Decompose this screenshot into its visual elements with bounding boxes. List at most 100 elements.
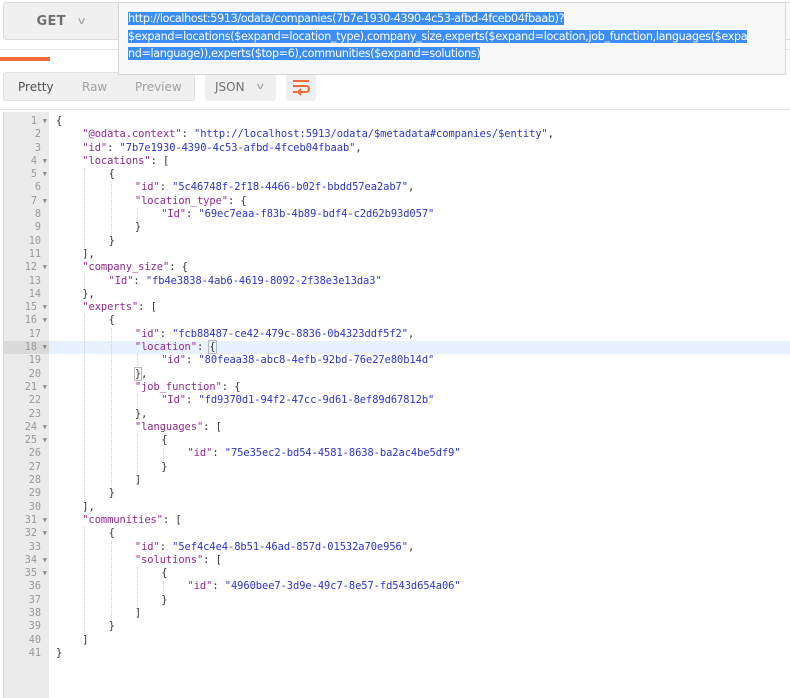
code-text: "Id": "fd9370d1-94f2-47cc-9d61-8ef89d678… (161, 394, 434, 407)
json-string: "75e35ec2-bd54-4581-8638-ba2ac4be5df9" (224, 447, 461, 460)
fold-toggle-icon[interactable]: ▼ (42, 156, 47, 165)
code-line[interactable]: 32▼{ (4, 527, 790, 540)
json-punctuation: , (407, 327, 415, 340)
code-line[interactable]: 41} (4, 647, 790, 660)
code-line[interactable]: 12▼"company_size": { (4, 261, 790, 274)
code-line[interactable]: 11], (4, 248, 790, 261)
tab-preview[interactable]: Preview (135, 79, 182, 94)
line-number: 5▼ (30, 169, 47, 181)
code-line[interactable]: 24▼"languages": [ (4, 421, 790, 434)
json-punctuation: , (407, 181, 415, 194)
fold-toggle-icon[interactable]: ▼ (42, 263, 47, 272)
code-line[interactable]: 10} (4, 235, 790, 248)
code-text: { (109, 314, 115, 327)
code-line[interactable]: 39} (4, 620, 790, 633)
code-text: "company_size": { (82, 261, 188, 274)
line-number: 3 (34, 142, 41, 154)
fold-toggle-icon[interactable]: ▼ (42, 422, 47, 431)
json-punctuation: : (196, 341, 210, 354)
json-key: "id" (134, 181, 160, 194)
fold-toggle-icon[interactable]: ▼ (42, 382, 47, 391)
response-body-editor[interactable]: 1▼{2"@odata.context": "http://localhost:… (3, 112, 790, 698)
code-line[interactable]: 1▼{ (4, 115, 790, 128)
format-select[interactable]: JSON ∨ (205, 72, 276, 101)
fold-toggle-icon[interactable]: ▼ (42, 316, 47, 325)
code-line[interactable]: 29} (4, 487, 790, 500)
code-line[interactable]: 9} (4, 221, 790, 234)
fold-toggle-icon[interactable]: ▼ (42, 515, 47, 524)
line-number: 7▼ (30, 195, 47, 207)
code-line[interactable]: 13"Id": "fb4e3838-4ab6-4619-8092-2f38e3e… (4, 275, 790, 288)
indent-guide (136, 208, 138, 222)
code-line[interactable]: 6"id": "5c46748f-2f18-4466-b02f-bbdd57ea… (4, 181, 790, 194)
fold-toggle-icon[interactable]: ▼ (42, 117, 47, 125)
json-key: "communities" (82, 513, 163, 526)
code-text: } (109, 620, 115, 633)
fold-toggle-icon[interactable]: ▼ (42, 529, 47, 538)
code-line[interactable]: 31▼"communities": [ (4, 514, 790, 527)
code-line[interactable]: 15▼"experts": [ (4, 301, 790, 314)
json-punctuation: , (141, 367, 148, 380)
code-line[interactable]: 8"Id": "69ec7eaa-f83b-4b89-bdf4-c2d62b93… (4, 208, 790, 221)
code-line[interactable]: 35▼{ (4, 567, 790, 580)
tab-pretty[interactable]: Pretty (18, 79, 54, 94)
code-line[interactable]: 37} (4, 594, 790, 607)
code-line[interactable]: 2"@odata.context": "http://localhost:591… (4, 128, 790, 141)
code-text: { (56, 115, 62, 128)
code-line[interactable]: 5▼{ (4, 168, 790, 181)
code-line[interactable]: 28] (4, 474, 790, 487)
code-line[interactable]: 30], (4, 501, 790, 514)
wrap-lines-button[interactable] (286, 72, 316, 101)
code-line[interactable]: 19"id": "80feaa38-abc8-4efb-92bd-76e27e8… (4, 354, 790, 367)
code-text: } (135, 221, 141, 234)
code-line[interactable]: 26"id": "75e35ec2-bd54-4581-8638-ba2ac4b… (4, 447, 790, 460)
indent-guide (84, 168, 86, 248)
line-number: 19 (28, 355, 41, 367)
code-line[interactable]: 3"id": "7b7e1930-4390-4c53-afbd-4fceb04f… (4, 142, 790, 155)
code-text: "id": "75e35ec2-bd54-4581-8638-ba2ac4be5… (188, 447, 461, 460)
code-line[interactable]: 7▼ "location_type": { (4, 195, 790, 208)
url-text[interactable]: http://localhost:5913/odata/companies(7b… (128, 10, 777, 63)
json-key: "id" (187, 447, 213, 460)
line-number: 37 (28, 594, 41, 606)
json-punctuation: : (186, 394, 199, 407)
json-string: "fcb88487-ce42-479c-8836-0b4323ddf5f2" (172, 327, 408, 340)
fold-toggle-icon[interactable]: ▼ (42, 170, 47, 179)
code-line[interactable]: 18▼"location": { (4, 340, 790, 355)
code-line[interactable]: 4▼"locations": [ (4, 155, 790, 168)
fold-toggle-icon[interactable]: ▼ (42, 303, 47, 312)
code-line[interactable]: 33"id": "5ef4c4e4-8b51-46ad-857d-01532a7… (4, 541, 790, 554)
indent-guide (163, 580, 165, 594)
code-line[interactable]: 36"id": "4960bee7-3d9e-49c7-8e57-fd543d6… (4, 580, 790, 593)
json-string: "4960bee7-3d9e-49c7-8e57-fd543d654a06" (224, 580, 461, 593)
code-line[interactable]: 22"Id": "fd9370d1-94f2-47cc-9d61-8ef89d6… (4, 394, 790, 407)
json-punctuation: : [ (162, 513, 182, 526)
code-line[interactable]: 38] (4, 607, 790, 620)
code-line[interactable]: 17"id": "fcb88487-ce42-479c-8836-0b4323d… (4, 328, 790, 341)
code-line[interactable]: 25▼{ (4, 434, 790, 447)
fold-toggle-icon[interactable]: ▼ (42, 196, 47, 205)
code-line[interactable]: 23}, (4, 408, 790, 421)
code-line[interactable]: 16▼{ (4, 314, 790, 327)
code-line[interactable]: 21▼"job_function": { (4, 381, 790, 394)
line-number: 10 (28, 235, 41, 247)
url-expanded-input[interactable]: http://localhost:5913/odata/companies(7b… (118, 2, 786, 75)
tab-raw[interactable]: Raw (82, 79, 108, 94)
divider (0, 109, 790, 110)
code-text: "location_type": { (135, 195, 247, 208)
code-text: } (161, 594, 167, 607)
json-punctuation: : (133, 274, 146, 287)
code-line[interactable]: 20}, (4, 366, 790, 381)
fold-toggle-icon[interactable]: ▼ (42, 436, 47, 445)
fold-toggle-icon[interactable]: ▼ (42, 569, 47, 578)
json-punctuation: : [ (203, 420, 222, 433)
code-line[interactable]: 34▼"solutions": [ (4, 554, 790, 567)
fold-toggle-icon[interactable]: ▼ (42, 343, 47, 352)
method-select[interactable]: GET ∨ (3, 2, 119, 40)
code-line[interactable]: 14}, (4, 288, 790, 301)
line-number: 40 (28, 634, 41, 646)
code-line[interactable]: 27} (4, 461, 790, 474)
code-line[interactable]: 40] (4, 634, 790, 647)
code-lines: 1▼{2"@odata.context": "http://localhost:… (4, 112, 790, 660)
fold-toggle-icon[interactable]: ▼ (42, 555, 47, 564)
